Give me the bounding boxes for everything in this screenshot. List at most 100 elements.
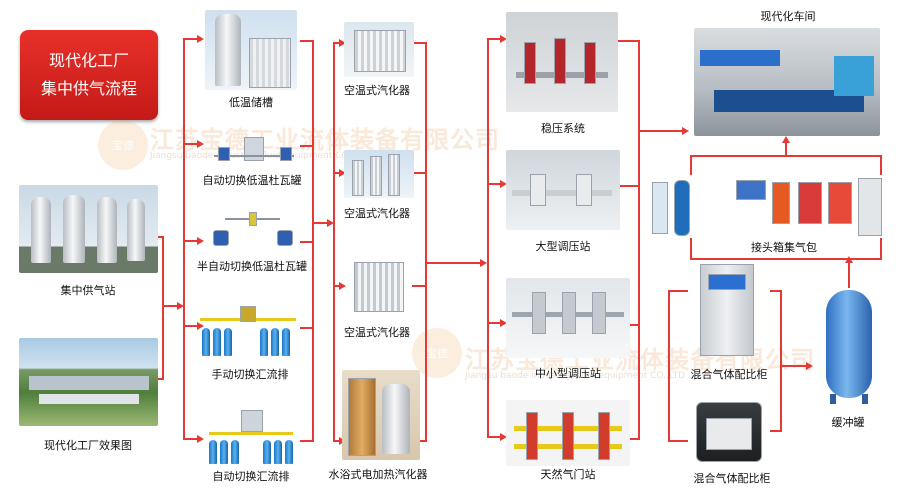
flow-line (780, 290, 782, 432)
diagram-title: 现代化工厂 集中供气流程 (20, 30, 158, 120)
flow-arrow (682, 127, 689, 135)
flow-line (770, 290, 780, 292)
central-station-photo (19, 185, 158, 273)
cryo-tank-photo (205, 10, 297, 90)
water-bath-vaporizer-label: 水浴式电加热汽化器 (328, 468, 428, 481)
flow-line (300, 440, 312, 442)
flow-line (880, 155, 882, 175)
central-station-label: 集中供气站 (60, 284, 116, 297)
flow-arrow (339, 169, 346, 177)
flow-line (183, 240, 199, 242)
flow-arrow (197, 322, 204, 330)
flow-line (848, 258, 850, 288)
flow-line (312, 222, 330, 224)
flow-line (425, 42, 427, 442)
small-station-label: 中小型调压站 (535, 367, 601, 380)
flow-line (487, 183, 501, 185)
ambient-vaporizer-3-label: 空温式汽化器 (344, 326, 410, 339)
stabilizer-photo (506, 12, 618, 112)
watermark-logo: 宝德 (98, 120, 148, 170)
watermark-logo-2: 宝德 (412, 328, 462, 378)
flow-line (183, 38, 185, 440)
flow-arrow (782, 136, 790, 143)
flow-arrow (339, 282, 346, 290)
header-box-image (652, 176, 884, 238)
flow-arrow (845, 256, 853, 263)
flow-line (333, 42, 335, 442)
flow-line (183, 325, 199, 327)
flow-line (183, 38, 199, 40)
flow-arrow (480, 259, 487, 267)
gas-gate-label: 天然气门站 (540, 468, 596, 481)
mixer-1-label: 混合气体配比柜 (690, 368, 768, 381)
flow-line (300, 145, 312, 147)
factory-render-label: 现代化工厂效果图 (44, 439, 132, 452)
flow-line (312, 40, 314, 442)
flow-line (412, 172, 425, 174)
ambient-vaporizer-2-label: 空温式汽化器 (344, 207, 410, 220)
flow-line (690, 155, 882, 157)
mixer-2-photo (690, 398, 770, 466)
workshop-label: 现代化车间 (760, 10, 816, 23)
auto-manifold-image (205, 410, 297, 466)
flow-line (300, 241, 312, 243)
flow-line (630, 438, 638, 440)
flow-arrow (339, 39, 346, 47)
flow-line (425, 262, 483, 264)
ambient-vaporizer-1-photo (344, 22, 414, 77)
flow-arrow (500, 35, 507, 43)
flow-line (420, 440, 425, 442)
flow-line (412, 285, 425, 287)
title-line-1: 现代化工厂 (48, 51, 129, 70)
mixer-2-label: 混合气体配比柜 (693, 472, 771, 485)
flow-line (412, 42, 425, 44)
flow-line (668, 290, 688, 292)
buffer-tank-label: 缓冲罐 (831, 416, 865, 429)
factory-render-photo (19, 338, 158, 426)
flow-line (785, 140, 787, 156)
auto-manifold-label: 自动切换汇流排 (212, 470, 290, 483)
flow-line (487, 38, 501, 40)
header-box-label: 接头箱集气包 (751, 241, 817, 254)
flow-line (300, 40, 312, 42)
ambient-vaporizer-2-photo (344, 150, 414, 198)
large-station-photo (506, 150, 620, 230)
workshop-photo (694, 28, 880, 136)
flow-line (630, 324, 638, 326)
flow-arrow (500, 180, 507, 188)
flow-arrow (500, 319, 507, 327)
auto-dewar-image (210, 137, 298, 169)
semi-auto-dewar-label: 半自动切换低温杜瓦罐 (197, 260, 307, 273)
flow-line (300, 327, 312, 329)
buffer-tank-image (818, 288, 880, 406)
flow-line (690, 238, 692, 260)
flow-arrow (806, 362, 813, 370)
flow-line (638, 40, 640, 440)
mixer-1-photo (686, 264, 768, 360)
small-station-photo (506, 278, 630, 358)
flow-line (487, 38, 489, 438)
flow-line (183, 143, 199, 145)
flow-line (880, 238, 882, 260)
flow-line (158, 378, 162, 380)
flow-line (668, 440, 688, 442)
flow-line (333, 42, 341, 44)
flow-line (780, 365, 808, 367)
flow-arrow (500, 433, 507, 441)
large-station-label: 大型调压站 (535, 240, 591, 253)
ambient-vaporizer-1-label: 空温式汽化器 (344, 84, 410, 97)
flow-arrow (177, 302, 184, 310)
flow-line (690, 258, 882, 260)
cryo-tank-label: 低温储槽 (229, 96, 273, 109)
flow-arrow (327, 219, 334, 227)
flow-line (158, 236, 162, 238)
ambient-vaporizer-3-photo (350, 258, 406, 316)
flow-line (487, 322, 501, 324)
flow-line (333, 440, 341, 442)
flow-line (618, 40, 638, 42)
flow-arrow (197, 435, 204, 443)
flow-line (183, 438, 199, 440)
flow-line (638, 130, 684, 132)
flow-line (333, 172, 341, 174)
water-bath-vaporizer-photo (342, 370, 420, 460)
